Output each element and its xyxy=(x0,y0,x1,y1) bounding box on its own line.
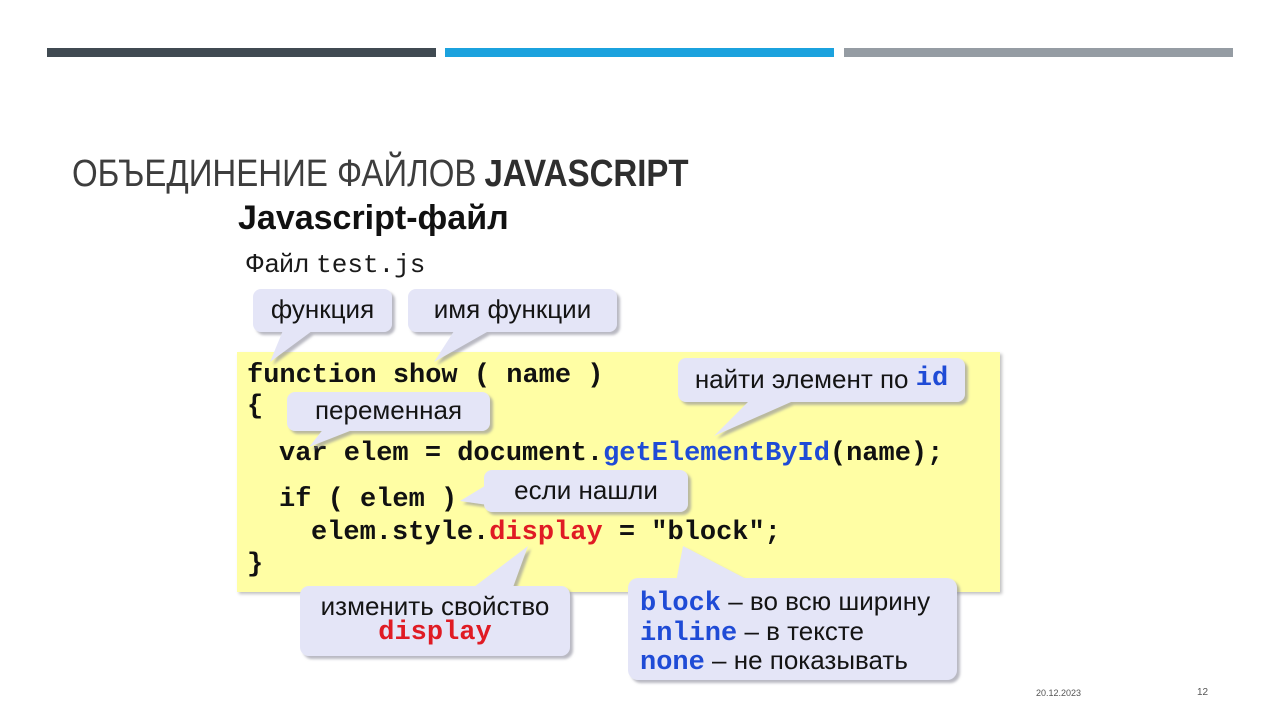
callout-function-name-label: имя функции xyxy=(433,294,592,324)
code-text: elem.style. xyxy=(311,518,490,548)
list-item: none – не показывать xyxy=(640,647,930,677)
code-line-2: { xyxy=(247,392,264,422)
list-item: block – во всю ширину xyxy=(640,588,930,618)
value-description: – во всю ширину xyxy=(721,586,931,616)
value-code: block xyxy=(640,589,722,619)
value-code: inline xyxy=(640,618,738,649)
code-text: (name); xyxy=(829,439,944,469)
code-line-1: function show ( name ) xyxy=(247,361,604,391)
title-regular: ОБЪЕДИНЕНИЕ ФАЙЛОВ xyxy=(72,151,477,195)
code-line-6: } xyxy=(247,550,264,580)
file-label: Файл xyxy=(245,248,317,278)
code-line-4: if ( elem ) xyxy=(279,485,458,515)
callout-find-element-label: найти элемент по id xyxy=(678,358,965,402)
callout-text: найти элемент по xyxy=(694,363,916,394)
title-bold: JAVASCRIPT xyxy=(484,151,689,195)
accent-bar-blue xyxy=(445,48,834,57)
callout-function-keyword-label: функция xyxy=(270,294,375,324)
code-text: var elem = document. xyxy=(279,439,604,469)
list-item: inline – в тексте xyxy=(640,615,930,649)
callout-code-display: display xyxy=(378,617,492,648)
callout-variable-label: переменная xyxy=(314,395,463,425)
property-name: display xyxy=(489,518,603,548)
page-number: 12 xyxy=(1197,687,1209,698)
method-name: getElementById xyxy=(603,439,830,469)
value-code: none xyxy=(640,648,705,678)
file-name: test.js xyxy=(316,250,426,280)
file-label-line: Файл test.js xyxy=(245,248,425,280)
figure-heading: Javascript-файл xyxy=(238,199,509,237)
code-text: = "block"; xyxy=(602,518,781,548)
value-description: – не показывать xyxy=(704,645,908,675)
callout-text: изменить свойство xyxy=(320,590,550,621)
accent-bar-grey xyxy=(844,48,1233,57)
callout-if-found-label: если нашли xyxy=(514,474,658,505)
footer-date: 20.12.2023 xyxy=(1036,688,1082,698)
accent-bar-dark xyxy=(47,48,436,57)
value-description: – в тексте xyxy=(737,615,864,646)
code-line-3: var elem = document.getElementById(name)… xyxy=(279,439,943,469)
code-line-5: elem.style.display = "block"; xyxy=(311,518,781,548)
callout-code-id: id xyxy=(915,363,949,394)
